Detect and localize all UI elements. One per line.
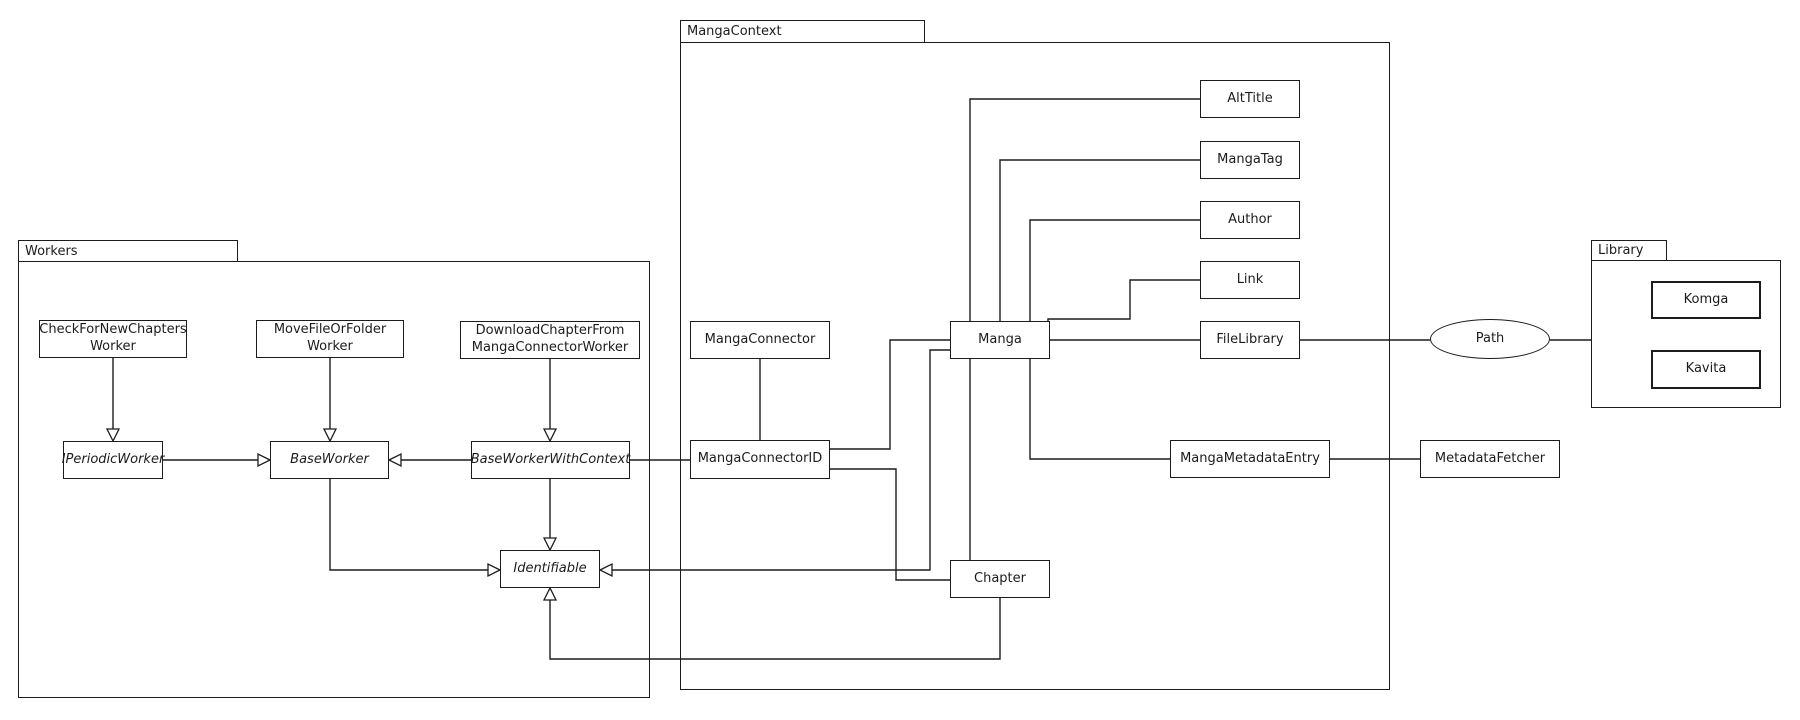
edge-manga-mangametadataentry bbox=[1029, 359, 1170, 460]
edge-alttitle-manga bbox=[969, 98, 1200, 321]
node-alt-title: AltTitle bbox=[1200, 80, 1300, 118]
node-label: MangaMetadataEntry bbox=[1180, 450, 1320, 466]
node-identifiable: Identifiable bbox=[500, 550, 600, 588]
edge-moveworker-baseworker bbox=[322, 358, 338, 443]
node-label: AltTitle bbox=[1227, 90, 1273, 106]
edge-mangaconnectorid-chapter bbox=[830, 468, 950, 581]
node-manga-connector-id: MangaConnectorID bbox=[690, 440, 830, 479]
node-metadata-fetcher: MetadataFetcher bbox=[1420, 440, 1560, 478]
node-link: Link bbox=[1200, 261, 1300, 299]
node-path-ellipse: Path bbox=[1430, 319, 1550, 359]
node-manga-tag: MangaTag bbox=[1200, 141, 1300, 179]
edge-baseworkerwithcontext-identifiable bbox=[542, 479, 558, 552]
package-workers-tab: Workers bbox=[18, 240, 238, 262]
node-label: Identifiable bbox=[513, 560, 587, 576]
edge-author-manga bbox=[1029, 219, 1200, 321]
node-base-worker: BaseWorker bbox=[270, 441, 389, 479]
edge-checkworker-iperiodicworker bbox=[105, 358, 121, 443]
node-label: BaseWorker bbox=[290, 451, 369, 467]
node-label: BaseWorkerWithContext bbox=[470, 451, 631, 467]
node-label: MangaConnectorID bbox=[697, 451, 823, 467]
node-manga-connector: MangaConnector bbox=[690, 321, 830, 359]
node-manga-metadata-entry: MangaMetadataEntry bbox=[1170, 440, 1330, 478]
node-author: Author bbox=[1200, 201, 1300, 239]
edge-manga-identifiable bbox=[598, 349, 950, 578]
node-label: Link bbox=[1236, 271, 1264, 287]
node-komga: Komga bbox=[1651, 281, 1761, 319]
node-kavita: Kavita bbox=[1651, 350, 1761, 389]
package-workers-label: Workers bbox=[25, 243, 78, 259]
node-label: MetadataFetcher bbox=[1434, 450, 1546, 466]
node-label: MangaTag bbox=[1217, 151, 1283, 167]
node-label: IPeriodicWorker bbox=[61, 451, 165, 467]
node-label: MangaConnector bbox=[704, 331, 816, 347]
edge-chapter-identifiable bbox=[542, 586, 1001, 660]
node-label: Worker bbox=[90, 339, 136, 354]
node-label: Manga bbox=[978, 331, 1022, 347]
node-label: Worker bbox=[307, 339, 353, 354]
package-library-tab: Library bbox=[1591, 240, 1667, 261]
edge-iperiodicworker-baseworker bbox=[163, 452, 272, 468]
node-move-file-or-folder-worker: MoveFileOrFolder Worker bbox=[256, 320, 404, 358]
node-iperiodic-worker: IPeriodicWorker bbox=[61, 441, 165, 479]
node-label: FileLibrary bbox=[1216, 331, 1284, 347]
package-mangacontext-tab: MangaContext bbox=[680, 20, 925, 43]
node-label: Chapter bbox=[974, 570, 1026, 586]
package-workers-body bbox=[18, 261, 650, 698]
edge-downloadworker-baseworkerwithcontext bbox=[542, 359, 558, 443]
edge-link-manga bbox=[1047, 279, 1200, 321]
node-label: Author bbox=[1228, 211, 1272, 227]
node-label: CheckForNewChapters bbox=[39, 322, 187, 338]
edge-baseworkerwithcontext-baseworker bbox=[387, 452, 471, 468]
edge-baseworker-identifiable bbox=[329, 479, 502, 578]
package-library-label: Library bbox=[1598, 243, 1644, 258]
node-check-for-new-chapters-worker: CheckForNewChapters Worker bbox=[39, 320, 187, 358]
package-mangacontext-label: MangaContext bbox=[687, 24, 782, 39]
node-label: MangaConnectorWorker bbox=[471, 340, 629, 355]
node-label: Komga bbox=[1683, 291, 1729, 307]
node-manga: Manga bbox=[950, 321, 1050, 359]
node-label: Path bbox=[1475, 330, 1505, 346]
package-mangacontext-body bbox=[680, 42, 1390, 690]
edge-mangaconnectorid-manga bbox=[830, 339, 950, 450]
node-base-worker-with-context: BaseWorkerWithContext bbox=[471, 441, 630, 479]
node-label: DownloadChapterFrom bbox=[475, 323, 625, 339]
edge-mangatag-manga bbox=[999, 159, 1200, 321]
node-file-library: FileLibrary bbox=[1200, 321, 1300, 359]
node-label: MoveFileOrFolder bbox=[273, 322, 387, 338]
node-download-chapter-from-manga-connector-worker: DownloadChapterFrom MangaConnectorWorker bbox=[460, 321, 640, 359]
package-library-body bbox=[1591, 260, 1781, 408]
node-label: Kavita bbox=[1685, 361, 1727, 377]
node-chapter: Chapter bbox=[950, 560, 1050, 598]
